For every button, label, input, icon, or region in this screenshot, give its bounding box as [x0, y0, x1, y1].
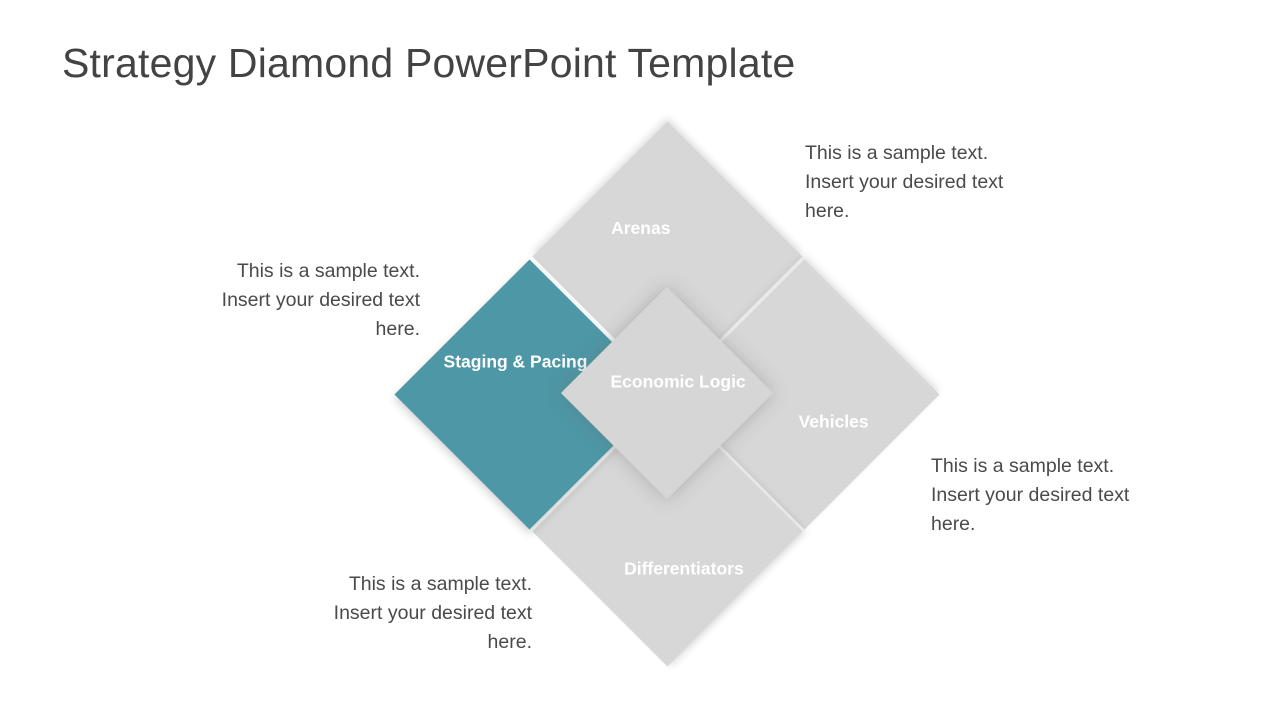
callout-text-differentiators[interactable]: This is a sample text. Insert your desir… [333, 573, 532, 654]
callout-text-arenas[interactable]: This is a sample text. Insert your desir… [805, 142, 1004, 223]
callout-text-vehicles[interactable]: This is a sample text. Insert your desir… [931, 455, 1130, 536]
diamond-center-economic-logic-label: Economic Logic [610, 371, 746, 392]
page-title: Strategy Diamond PowerPoint Template [62, 40, 796, 86]
diamond-quadrant-vehicles-label: Vehicles [798, 411, 869, 432]
diamond-quadrant-arenas-label: Arenas [610, 217, 670, 238]
diamond-quadrant-differentiators-label: Differentiators [623, 558, 744, 579]
diamond-quadrant-staging-pacing-label: Staging & Pacing [443, 351, 588, 372]
callout-text-staging-pacing[interactable]: This is a sample text. Insert your desir… [221, 260, 420, 341]
